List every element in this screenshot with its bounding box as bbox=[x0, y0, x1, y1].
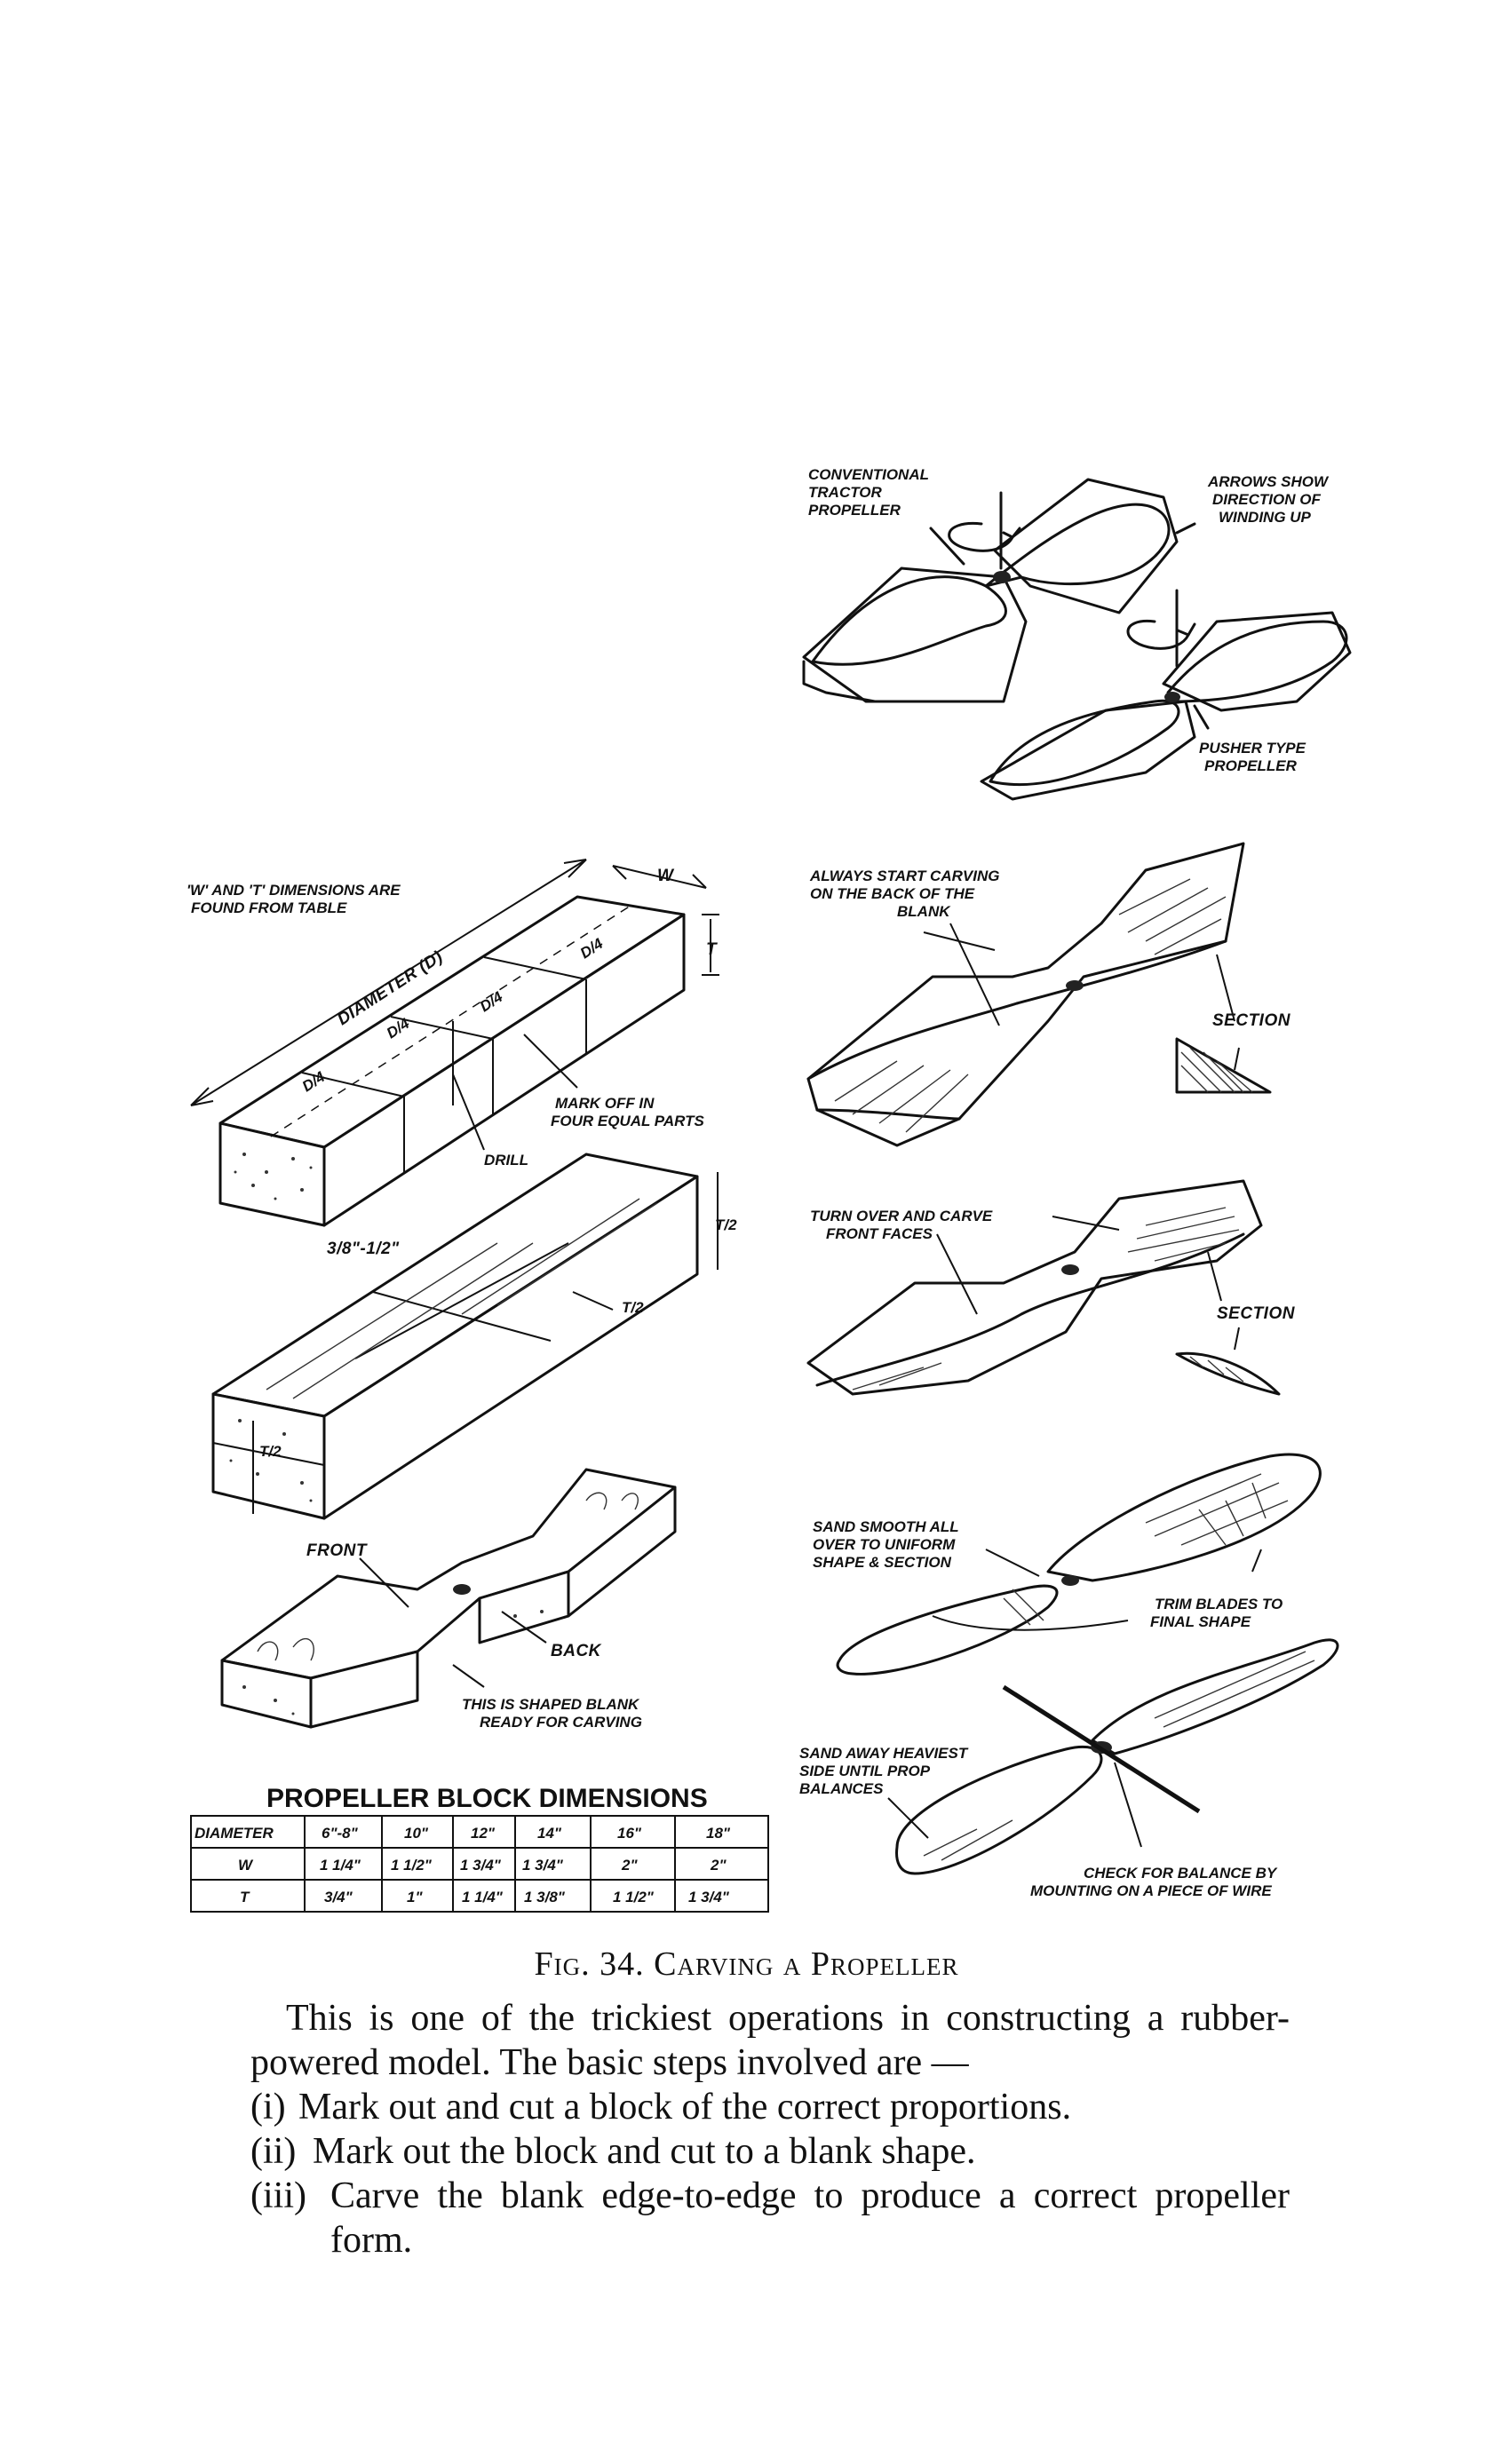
step-item: (i) Mark out and cut a block of the corr… bbox=[250, 2085, 1290, 2129]
label-conventional-3: PROPELLER bbox=[808, 502, 901, 519]
label-t2-mid: T/2 bbox=[622, 1299, 644, 1316]
label-conventional-1: CONVENTIONAL bbox=[808, 466, 929, 483]
table-cell: 1 1/2" bbox=[391, 1857, 433, 1874]
table-cell: 12" bbox=[471, 1825, 496, 1842]
step-text: Mark out the block and cut to a blank sh… bbox=[313, 2131, 976, 2172]
table-title: PROPELLER BLOCK DIMENSIONS bbox=[266, 1784, 708, 1813]
table-cell: 1 3/8" bbox=[524, 1889, 566, 1905]
label-shaped-2: READY FOR CARVING bbox=[480, 1714, 642, 1731]
label-section-2: SECTION bbox=[1217, 1304, 1296, 1323]
label-sand-away-1: SAND AWAY HEAVIEST bbox=[799, 1745, 969, 1762]
label-arrows-1: ARROWS SHOW bbox=[1207, 473, 1330, 490]
label-shaped-1: THIS IS SHAPED BLANK bbox=[462, 1696, 640, 1713]
label-drill: DRILL bbox=[484, 1152, 528, 1169]
label-wt-dims-2: FOUND FROM TABLE bbox=[191, 899, 347, 916]
label-wt-dims-1: 'W' AND 'T' DIMENSIONS ARE bbox=[187, 882, 401, 899]
figure-title: Fig. 34. Carving a Propeller bbox=[534, 1945, 959, 1983]
table-cell: 1" bbox=[407, 1889, 423, 1905]
label-always-2: ON THE BACK OF THE bbox=[810, 885, 975, 902]
label-always-1: ALWAYS START CARVING bbox=[809, 868, 999, 884]
label-mark-off-1: MARK OFF IN bbox=[555, 1095, 655, 1112]
label-section-1: SECTION bbox=[1212, 1011, 1291, 1030]
label-arrows-2: DIRECTION OF bbox=[1212, 491, 1321, 508]
label-t2-left: T/2 bbox=[259, 1443, 282, 1460]
label-front: FRONT bbox=[306, 1541, 368, 1560]
label-turn-over-2: FRONT FACES bbox=[826, 1225, 933, 1242]
label-conventional-2: TRACTOR bbox=[808, 484, 883, 501]
shaped-blank-drawing bbox=[220, 1468, 677, 1729]
label-turn-over-1: TURN OVER AND CARVE bbox=[810, 1208, 993, 1224]
tractor-propeller-drawing bbox=[802, 478, 1196, 703]
dimensions-table: PROPELLER BLOCK DIMENSIONS bbox=[190, 1784, 769, 1913]
table-cell: 1 1/4" bbox=[320, 1857, 361, 1874]
label-always-3: BLANK bbox=[897, 903, 951, 920]
table-cell: 1 3/4" bbox=[522, 1857, 564, 1874]
table-cell: 16" bbox=[617, 1825, 642, 1842]
step-number: (iii) bbox=[250, 2175, 306, 2216]
table-cell: 14" bbox=[537, 1825, 562, 1842]
pusher-propeller-drawing bbox=[980, 589, 1352, 801]
label-t2-right: T/2 bbox=[715, 1216, 737, 1233]
table-cell: 2" bbox=[710, 1857, 727, 1874]
label-sand-away-3: BALANCES bbox=[799, 1780, 884, 1797]
label-arrows-3: WINDING UP bbox=[1219, 509, 1312, 526]
step-text: Carve the blank edge-to-edge to produce … bbox=[330, 2175, 1290, 2261]
table-cell: 1 3/4" bbox=[688, 1889, 730, 1905]
table-cell: 1 3/4" bbox=[460, 1857, 502, 1874]
label-frac: 3/8"-1/2" bbox=[327, 1240, 400, 1258]
table-cell: DIAMETER bbox=[195, 1825, 274, 1842]
label-trim-1: TRIM BLADES TO bbox=[1155, 1596, 1283, 1612]
sand-smooth-drawing bbox=[836, 1453, 1322, 1676]
label-t: T bbox=[706, 940, 718, 959]
label-sand-smooth-2: OVER TO UNIFORM bbox=[813, 1536, 956, 1553]
caption-body: This is one of the trickiest operations … bbox=[250, 1996, 1290, 2262]
step-text: Mark out and cut a block of the correct … bbox=[298, 2087, 1072, 2127]
table-cell: W bbox=[238, 1857, 254, 1874]
table-cell: 6"-8" bbox=[322, 1825, 359, 1842]
label-check-1: CHECK FOR BALANCE BY bbox=[1084, 1865, 1278, 1882]
label-sand-away-2: SIDE UNTIL PROP bbox=[799, 1763, 931, 1779]
step-number: (ii) bbox=[250, 2131, 297, 2172]
carve-back-drawing bbox=[806, 842, 1272, 1147]
balance-drawing bbox=[887, 1638, 1339, 1875]
step-number: (i) bbox=[250, 2087, 286, 2127]
step-item: (ii) Mark out the block and cut to a bla… bbox=[250, 2129, 1290, 2174]
label-w: W bbox=[657, 867, 675, 885]
table-cell: 1 1/4" bbox=[462, 1889, 504, 1905]
label-pusher-1: PUSHER TYPE bbox=[1199, 740, 1306, 757]
label-mark-off-2: FOUR EQUAL PARTS bbox=[551, 1113, 705, 1129]
label-sand-smooth-3: SHAPE & SECTION bbox=[813, 1554, 952, 1571]
table-cell: T bbox=[240, 1889, 250, 1905]
cutting-block-drawing bbox=[211, 1153, 719, 1520]
label-trim-2: FINAL SHAPE bbox=[1150, 1613, 1251, 1630]
table-cell: 2" bbox=[621, 1857, 638, 1874]
table-cell: 18" bbox=[706, 1825, 731, 1842]
marked-block-drawing bbox=[190, 859, 719, 1227]
label-pusher-2: PROPELLER bbox=[1204, 757, 1298, 774]
label-back: BACK bbox=[551, 1642, 602, 1660]
propeller-carving-figure: CONVENTIONAL TRACTOR PROPELLER ARROWS SH… bbox=[187, 466, 1352, 1913]
table-cell: 3/4" bbox=[324, 1889, 353, 1905]
label-sand-smooth-1: SAND SMOOTH ALL bbox=[813, 1518, 959, 1535]
label-check-2: MOUNTING ON A PIECE OF WIRE bbox=[1030, 1882, 1272, 1899]
carve-front-drawing bbox=[806, 1179, 1281, 1396]
table-cell: 1 1/2" bbox=[613, 1889, 655, 1905]
caption-paragraph: This is one of the trickiest operations … bbox=[250, 1998, 1290, 2083]
table-cell: 10" bbox=[404, 1825, 429, 1842]
table-cells: DIAMETER 6"-8" 10" 12" 14" 16" 18" W 1 1… bbox=[195, 1825, 731, 1905]
step-item: (iii) Carve the blank edge-to-edge to pr… bbox=[250, 2174, 1290, 2262]
